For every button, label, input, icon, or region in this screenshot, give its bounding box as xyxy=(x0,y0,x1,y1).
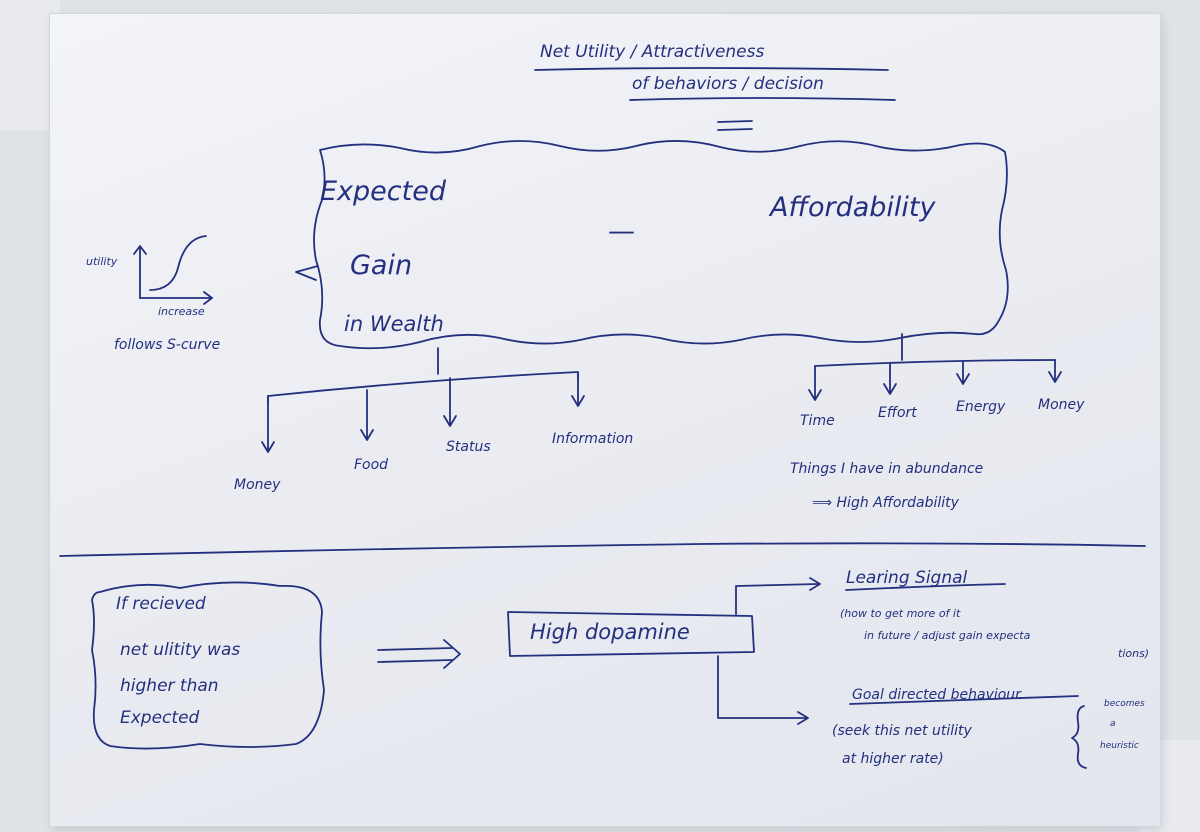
goal-title: Goal directed behaviour xyxy=(852,687,1021,703)
cloud-outline xyxy=(91,581,325,750)
afford-item-energy: Energy xyxy=(956,399,1006,415)
gain-tree-arrow-2 xyxy=(360,429,374,441)
gain-item-information: Information xyxy=(552,431,634,447)
equals-line-1 xyxy=(717,120,753,123)
gain-item-status: Status xyxy=(446,439,491,455)
s-curve-y-label: utility xyxy=(86,255,118,268)
s-curve-line xyxy=(149,235,207,291)
learning-line-1: (how to get more of it xyxy=(840,607,961,620)
goal-line-2: at higher rate) xyxy=(842,751,944,767)
goal-arrow xyxy=(717,655,807,719)
paper-sheet xyxy=(50,14,1160,826)
gain-item-money: Money xyxy=(234,477,281,493)
learning-arrow-head xyxy=(809,577,821,591)
goal-side-2: a xyxy=(1110,719,1116,729)
cloud-line-1: If recieved xyxy=(116,594,206,614)
learning-title: Learing Signal xyxy=(846,568,968,588)
afford-tree-arrow-1 xyxy=(808,389,822,401)
learning-line-2: in future / adjust gain expecta xyxy=(864,629,1031,642)
afford-item-effort: Effort xyxy=(878,405,917,421)
learning-arrow xyxy=(735,583,819,615)
goal-line-1: (seek this net utility xyxy=(832,723,972,739)
title-underline-2 xyxy=(629,97,896,101)
goal-underline xyxy=(849,695,1079,705)
in-wealth-label: in Wealth xyxy=(344,312,444,336)
gain-tree-arrow-3 xyxy=(443,415,457,427)
afford-tree-bar xyxy=(814,359,1056,367)
s-curve-caption: follows S-curve xyxy=(114,337,221,353)
learning-underline xyxy=(845,583,1006,591)
arrow-to-s-curve xyxy=(295,265,319,281)
afford-tree-arrow-2 xyxy=(883,383,897,395)
s-curve-y-arrow xyxy=(133,245,147,255)
implies-line-1 xyxy=(377,647,453,651)
cloud-line-4: Expected xyxy=(120,708,200,728)
gain-tree-arrow-1 xyxy=(261,441,275,453)
afford-note-line-2: ⟹ High Affordability xyxy=(812,495,959,511)
afford-item-time: Time xyxy=(800,413,835,429)
afford-tree-arrow-3 xyxy=(956,373,970,385)
minus-sign: — xyxy=(608,216,635,247)
s-curve-x-label: increase xyxy=(158,305,205,318)
wavy-box-outline xyxy=(313,140,1009,350)
afford-item-money: Money xyxy=(1038,397,1085,413)
diagram-title-line-2: of behaviors / decision xyxy=(632,74,824,94)
learning-line-3: tions) xyxy=(1118,647,1150,660)
gain-tree-arrow-4 xyxy=(571,395,585,407)
dopamine-label: High dopamine xyxy=(530,620,690,644)
afford-note-line-1: Things I have in abundance xyxy=(790,461,984,477)
goal-side-1: becomes xyxy=(1104,699,1145,709)
title-underline-1 xyxy=(534,67,889,71)
affordability-label: Affordability xyxy=(770,192,936,223)
gain-label: Gain xyxy=(350,250,413,281)
goal-arrow-head xyxy=(797,711,809,725)
heuristic-brace xyxy=(1071,705,1087,769)
cloud-line-2: net ulitity was xyxy=(120,640,241,660)
gain-tree-bar xyxy=(267,371,579,403)
goal-side-3: heuristic xyxy=(1100,741,1139,751)
diagram-title-line-1: Net Utility / Attractiveness xyxy=(540,42,765,62)
equals-line-2 xyxy=(717,128,753,131)
expected-label: Expected xyxy=(320,176,446,207)
s-curve-x-arrow xyxy=(203,291,213,305)
section-divider xyxy=(59,542,1146,557)
implies-head xyxy=(443,639,461,669)
dopamine-box-outline xyxy=(507,611,755,657)
implies-line-2 xyxy=(377,659,453,663)
afford-tree-arrow-4 xyxy=(1048,371,1062,383)
gain-item-food: Food xyxy=(354,457,389,473)
cloud-line-3: higher than xyxy=(120,676,219,696)
